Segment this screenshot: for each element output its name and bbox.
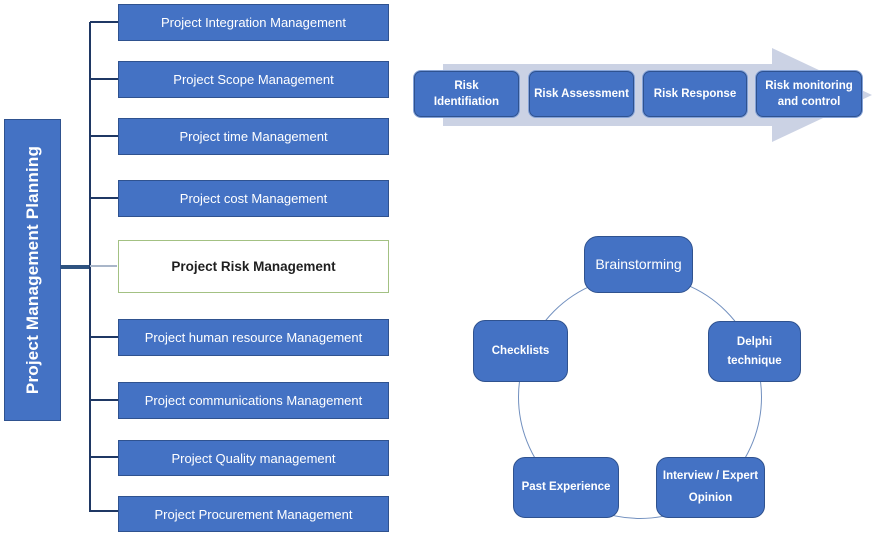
cycle-node-label: Past Experience: [521, 481, 611, 494]
root-node-box: Project Management Planning: [4, 119, 61, 421]
tree-branch: [90, 197, 118, 199]
process-step-box: Risk Response: [642, 70, 748, 118]
cycle-node-label: Delphi: [736, 336, 773, 349]
tree-branch: [90, 399, 118, 401]
process-step-label: and control: [777, 96, 841, 108]
cycle-node-label: Interview / Expert: [662, 469, 759, 482]
process-step-box: Risk Identifiation: [413, 70, 520, 118]
process-step-label: Risk: [454, 79, 479, 92]
knowledge-area-label: Project human resource Management: [144, 330, 363, 345]
root-connector: [61, 265, 89, 269]
knowledge-area-label: Project Quality management: [171, 450, 336, 466]
process-step-label: Risk Assessment: [534, 87, 629, 100]
root-node-label: Project Management Planning: [22, 145, 42, 395]
knowledge-area-label: Project Risk Management: [171, 259, 336, 274]
tree-branch: [90, 78, 118, 80]
knowledge-area-box-highlighted: Project Risk Management: [118, 240, 389, 293]
cycle-node-label: technique: [727, 354, 782, 367]
knowledge-area-box: Project Integration Management: [118, 4, 389, 41]
cycle-node-box: Past Experience: [513, 457, 619, 518]
tree-spine: [89, 22, 91, 512]
cycle-node-label: Opinion: [688, 491, 733, 504]
tree-branch: [90, 336, 118, 338]
cycle-node-box: Interview / Expert Opinion: [656, 457, 765, 518]
knowledge-area-box: Project Quality management: [118, 440, 389, 476]
knowledge-area-label: Project Integration Management: [161, 15, 346, 30]
cycle-node-box: Delphi technique: [708, 321, 801, 382]
process-step-box: Risk monitoring and control: [755, 70, 863, 118]
cycle-node-label: Checklists: [491, 344, 550, 357]
knowledge-area-box: Project time Management: [118, 118, 389, 155]
knowledge-area-label: Project communications Management: [144, 393, 363, 408]
knowledge-area-label: Project cost Management: [179, 191, 328, 206]
tree-branch: [90, 265, 117, 267]
cycle-node-box: Checklists: [473, 320, 568, 382]
knowledge-area-box: Project Procurement Management: [118, 496, 389, 532]
process-step-label: Risk Response: [653, 87, 737, 100]
knowledge-area-box: Project communications Management: [118, 382, 389, 419]
tree-branch: [90, 456, 118, 458]
process-step-label: Risk monitoring: [765, 79, 853, 92]
knowledge-area-label: Project Procurement Management: [154, 506, 353, 522]
knowledge-area-box: Project Scope Management: [118, 61, 389, 98]
process-step-label: Identifiation: [433, 96, 500, 108]
knowledge-area-box: Project cost Management: [118, 180, 389, 217]
knowledge-area-box: Project human resource Management: [118, 319, 389, 356]
tree-branch: [90, 510, 118, 512]
process-step-box: Risk Assessment: [528, 70, 635, 118]
tree-branch: [90, 135, 118, 137]
tree-branch: [90, 21, 118, 23]
knowledge-area-label: Project time Management: [179, 129, 328, 144]
cycle-node-label: Brainstorming: [595, 256, 682, 273]
cycle-node-box: Brainstorming: [584, 236, 693, 293]
knowledge-area-label: Project Scope Management: [173, 72, 334, 87]
